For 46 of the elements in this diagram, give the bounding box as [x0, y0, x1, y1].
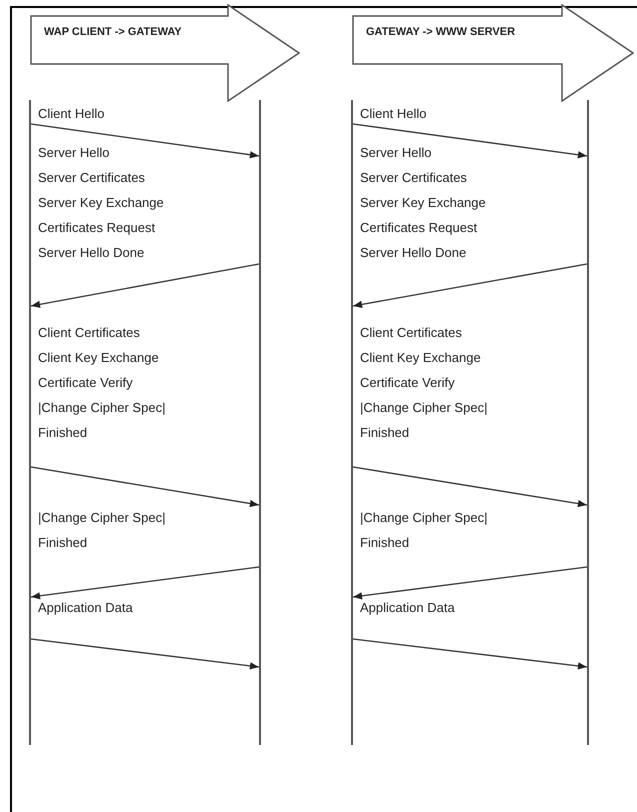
- message-arrow: [30, 123, 260, 158]
- message-label: |Change Cipher Spec|: [360, 510, 488, 526]
- message-arrow: [30, 263, 260, 308]
- header-text: WAP CLIENT -> GATEWAY: [44, 26, 182, 38]
- message-arrow: [352, 566, 588, 600]
- message-label: Application Data: [38, 600, 133, 616]
- header-text: GATEWAY -> WWW SERVER: [366, 26, 516, 38]
- header-arrow: [352, 4, 634, 102]
- message-arrow: [30, 466, 260, 508]
- message-label: |Change Cipher Spec|: [38, 510, 166, 526]
- message-label: Finished: [360, 535, 410, 551]
- header-arrow: [30, 4, 300, 102]
- message-arrow: [352, 263, 588, 308]
- lifeline: [29, 100, 31, 745]
- message-label: Certificates Request: [360, 220, 478, 236]
- message-label: |Change Cipher Spec|: [360, 400, 488, 416]
- lifeline: [259, 100, 261, 745]
- message-label: Client Certificates: [360, 325, 462, 341]
- message-label: Certificates Request: [38, 220, 156, 236]
- message-arrow: [30, 566, 260, 600]
- message-label: Client Hello: [38, 106, 104, 122]
- message-arrow: [352, 466, 588, 508]
- message-arrow: [352, 123, 588, 158]
- lifeline: [587, 100, 589, 745]
- message-label: Server Key Exchange: [38, 195, 164, 211]
- message-label: Finished: [38, 425, 88, 441]
- message-label: Finished: [38, 535, 88, 551]
- lifeline: [351, 100, 353, 745]
- message-label: Certificate Verify: [360, 375, 455, 391]
- message-label: Finished: [360, 425, 410, 441]
- message-arrow: [352, 638, 588, 670]
- message-label: Server Certificates: [38, 170, 145, 186]
- message-label: Client Key Exchange: [38, 350, 159, 366]
- message-label: Certificate Verify: [38, 375, 133, 391]
- message-label: |Change Cipher Spec|: [38, 400, 166, 416]
- message-label: Server Hello: [360, 145, 432, 161]
- message-label: Server Key Exchange: [360, 195, 486, 211]
- message-label: Server Hello Done: [38, 245, 144, 261]
- message-arrow: [30, 638, 260, 670]
- message-label: Client Hello: [360, 106, 426, 122]
- message-label: Server Certificates: [360, 170, 467, 186]
- message-label: Server Hello Done: [360, 245, 466, 261]
- message-label: Application Data: [360, 600, 455, 616]
- message-label: Client Certificates: [38, 325, 140, 341]
- message-label: Server Hello: [38, 145, 110, 161]
- message-label: Client Key Exchange: [360, 350, 481, 366]
